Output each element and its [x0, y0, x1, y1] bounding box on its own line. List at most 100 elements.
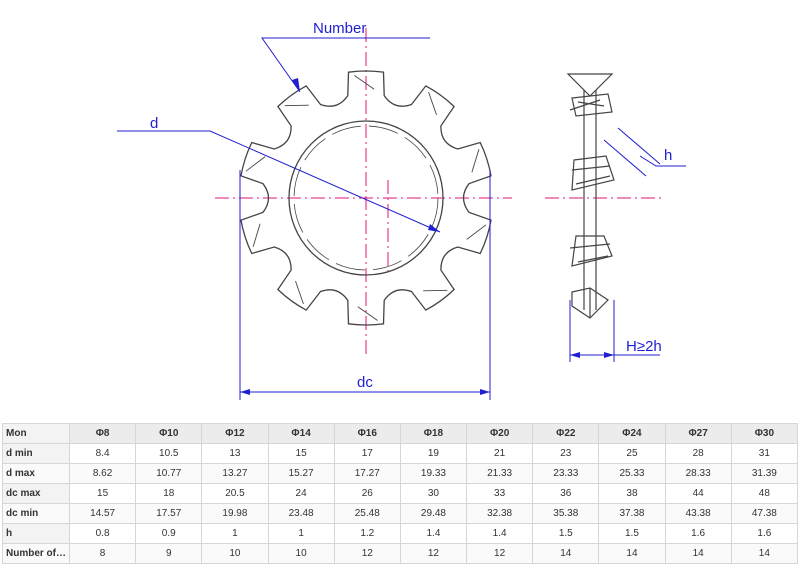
- tooth-twist-line: [354, 75, 375, 90]
- table-cell: 13: [201, 443, 269, 464]
- table-cell: 1.4: [466, 523, 534, 544]
- table-cell: 23.33: [532, 463, 600, 484]
- table-row-label: h: [2, 523, 70, 544]
- table-header-size: Φ10: [135, 423, 203, 444]
- table-cell: 14: [598, 543, 666, 564]
- label-h: h: [664, 147, 672, 164]
- table-cell: 9: [135, 543, 203, 564]
- table-cell: 25.48: [333, 503, 401, 524]
- tooth-twist-line: [245, 156, 266, 172]
- table-cell: 31: [730, 443, 799, 464]
- table-cell: 21: [466, 443, 534, 464]
- inner-hole-edge: [293, 125, 439, 271]
- table-cell: 14: [664, 543, 732, 564]
- dimension-lines: [117, 37, 686, 400]
- table-cell: 0.9: [135, 523, 203, 544]
- table-cell: 1.6: [664, 523, 732, 544]
- label-H: H≥2h: [626, 338, 662, 355]
- tooth-twist-line: [357, 306, 378, 321]
- inner-hole: [288, 120, 444, 276]
- table-cell: 28.33: [664, 463, 732, 484]
- table-cell: 1.5: [598, 523, 666, 544]
- table-cell: 12: [333, 543, 401, 564]
- table-cell: 10: [201, 543, 269, 564]
- table-cell: 13.27: [201, 463, 269, 484]
- table-cell: 48: [730, 483, 799, 504]
- washer-outline: [240, 70, 492, 326]
- washer-technical-drawing: Number d dc h H≥2h: [117, 20, 686, 400]
- table-cell: 1.6: [730, 523, 799, 544]
- table-cell: 12: [399, 543, 468, 564]
- table-cell: 21.33: [466, 463, 534, 484]
- tooth-twist-line: [423, 289, 448, 292]
- table-cell: 15: [267, 443, 335, 464]
- table-cell: 32.38: [466, 503, 534, 524]
- washer-side-view: [566, 73, 615, 319]
- table-header-size: Φ16: [333, 423, 401, 444]
- table-header-size: Φ24: [598, 423, 666, 444]
- table-cell: 35.38: [532, 503, 600, 524]
- table-cell: 1: [267, 523, 335, 544]
- table-cell: 18: [135, 483, 203, 504]
- table-row-label: dc max: [2, 483, 70, 504]
- table-cell: 30: [399, 483, 468, 504]
- table-header-label: Mon: [2, 423, 70, 444]
- table-cell: 26: [333, 483, 401, 504]
- table-cell: 29.48: [399, 503, 468, 524]
- table-row-label: Number of t...: [2, 543, 70, 564]
- table-cell: 19.33: [399, 463, 468, 484]
- table-cell: 15.27: [267, 463, 335, 484]
- table-cell: 1: [201, 523, 269, 544]
- label-dc: dc: [357, 374, 373, 391]
- table-header-size: Φ30: [730, 423, 799, 444]
- table-cell: 1.5: [532, 523, 600, 544]
- table-cell: 10: [267, 543, 335, 564]
- table-header-size: Φ18: [399, 423, 468, 444]
- label-number: Number: [313, 20, 366, 37]
- table-cell: 1.4: [399, 523, 468, 544]
- table-cell: 25.33: [598, 463, 666, 484]
- table-cell: 33: [466, 483, 534, 504]
- table-cell: 14: [730, 543, 799, 564]
- table-cell: 8.62: [68, 463, 137, 484]
- table-header-size: Φ22: [532, 423, 600, 444]
- table-cell: 38: [598, 483, 666, 504]
- table-header-size: Φ14: [267, 423, 335, 444]
- table-cell: 43.38: [664, 503, 732, 524]
- table-cell: 23: [532, 443, 600, 464]
- table-header-size: Φ12: [201, 423, 269, 444]
- table-row-label: d max: [2, 463, 70, 484]
- table-cell: 8.4: [68, 443, 137, 464]
- tooth-twist-line: [466, 224, 487, 240]
- table-cell: 23.48: [267, 503, 335, 524]
- tooth-details: [245, 75, 487, 321]
- table-header-size: Φ27: [664, 423, 732, 444]
- table-row-label: dc min: [2, 503, 70, 524]
- table-cell: 1.2: [333, 523, 401, 544]
- table-cell: 10.5: [135, 443, 203, 464]
- table-cell: 20.5: [201, 483, 269, 504]
- table-cell: 24: [267, 483, 335, 504]
- tooth-twist-line: [428, 91, 437, 116]
- table-cell: 37.38: [598, 503, 666, 524]
- table-cell: 12: [466, 543, 534, 564]
- table-cell: 19.98: [201, 503, 269, 524]
- table-cell: 25: [598, 443, 666, 464]
- table-cell: 17.57: [135, 503, 203, 524]
- table-cell: 17: [333, 443, 401, 464]
- table-cell: 31.39: [730, 463, 799, 484]
- tooth-twist-line: [252, 223, 261, 247]
- table-cell: 15: [68, 483, 137, 504]
- table-cell: 8: [68, 543, 137, 564]
- table-cell: 28: [664, 443, 732, 464]
- table-cell: 14: [532, 543, 600, 564]
- table-cell: 10.77: [135, 463, 203, 484]
- label-d: d: [150, 115, 158, 132]
